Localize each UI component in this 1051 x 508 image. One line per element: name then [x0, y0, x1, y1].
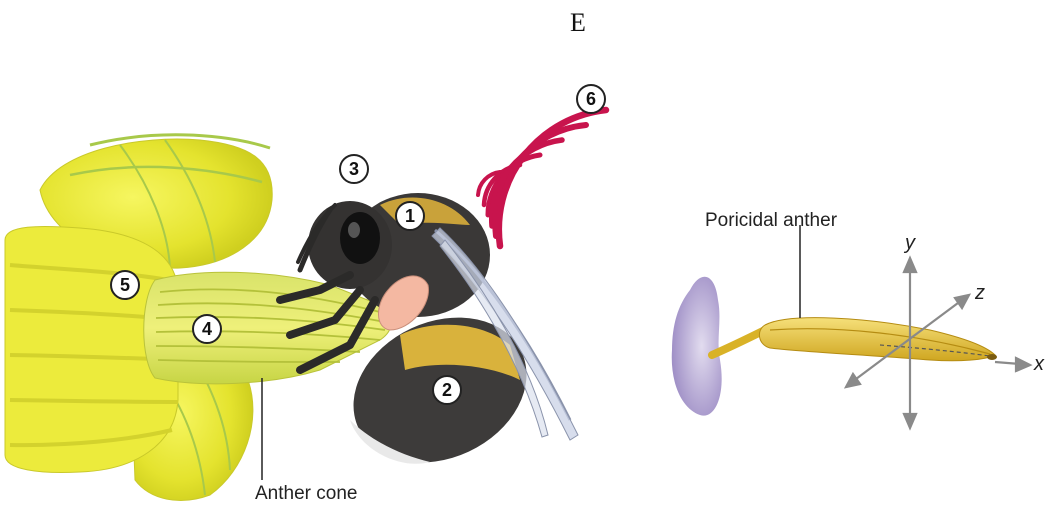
axis-z-label: z — [975, 282, 985, 305]
marker-6: 6 — [576, 84, 606, 114]
marker-3: 3 — [339, 154, 369, 184]
marker-5: 5 — [110, 270, 140, 300]
marker-2: 2 — [432, 375, 462, 405]
axis-y-label: y — [905, 232, 915, 255]
marker-4: 4 — [192, 314, 222, 344]
marker-1: 1 — [395, 201, 425, 231]
stamen-diagram — [672, 277, 997, 416]
anther-cone — [144, 272, 392, 384]
axis-x-label: x — [1034, 353, 1044, 376]
vibration-arcs — [478, 110, 606, 246]
anther-cone-label: Anther cone — [255, 483, 357, 505]
poricidal-anther-label: Poricidal anther — [705, 210, 837, 232]
